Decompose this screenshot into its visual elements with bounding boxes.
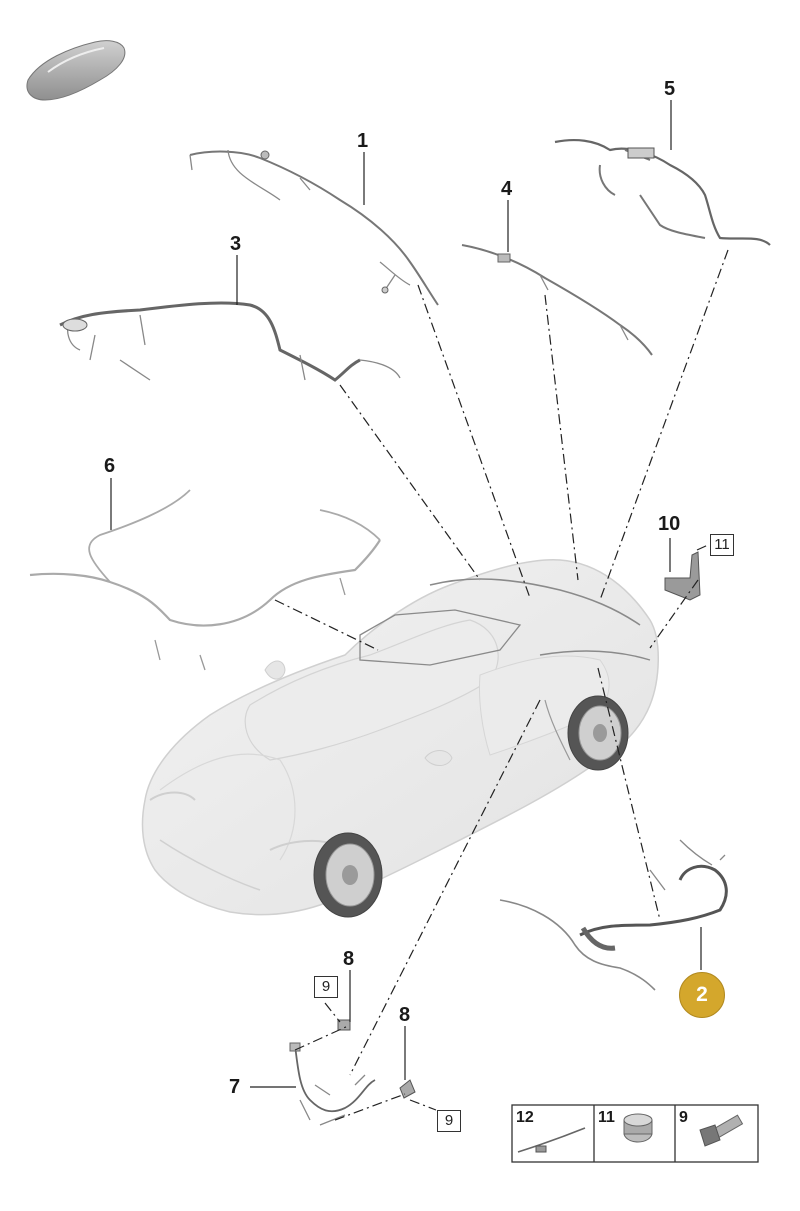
harness-5[interactable] [554,139,771,246]
harness-4[interactable] [461,244,653,356]
legend-bolt-9[interactable] [699,1114,744,1147]
leader-lines [274,249,729,1121]
boxed-ref-9-lower[interactable]: 9 [437,1110,461,1132]
harness-2[interactable] [499,839,728,991]
part-number-3[interactable]: 3 [230,233,242,255]
harness-7[interactable] [289,1042,376,1126]
part-number-4[interactable]: 4 [501,178,513,200]
legend-label-9: 9 [679,1109,688,1126]
part-number-8-upper[interactable]: 8 [343,948,355,970]
part-number-5[interactable]: 5 [664,78,676,100]
boxed-ref-11[interactable]: 11 [710,534,734,556]
part-number-1[interactable]: 1 [357,130,369,152]
number-leaders [110,100,702,1088]
legend-clip-12[interactable] [517,1127,586,1153]
harness-1[interactable] [189,149,439,306]
fastener-8-lower[interactable] [399,1079,416,1099]
part-number-7[interactable]: 7 [229,1076,241,1098]
legend-label-12: 12 [516,1109,534,1126]
car-thumbnail-icon[interactable] [26,40,126,101]
legend-nut-11[interactable] [623,1113,653,1143]
harness-6[interactable] [29,489,381,671]
vehicle-illustration [141,559,659,918]
part-number-6[interactable]: 6 [104,455,116,477]
part-number-10[interactable]: 10 [658,513,681,535]
part-number-8-lower[interactable]: 8 [399,1004,411,1026]
harness-3[interactable] [59,301,401,382]
fastener-8-upper[interactable] [337,1019,351,1031]
front-wheel [313,832,383,918]
legend-label-11: 11 [598,1109,615,1126]
boxed-ref-9-upper[interactable]: 9 [314,976,338,998]
bracket-10[interactable] [664,551,701,601]
part-number-2-highlighted[interactable]: 2 [679,972,725,1018]
rear-wheel [567,695,629,771]
